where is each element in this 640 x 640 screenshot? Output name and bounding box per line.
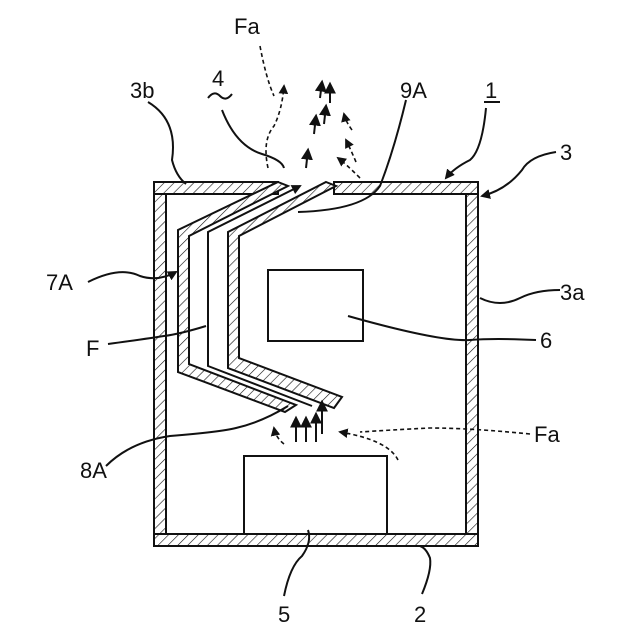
label-4: 4: [212, 66, 224, 91]
label-6: 6: [540, 328, 552, 353]
housing: [154, 182, 478, 534]
housing-top-wall-right: [334, 182, 478, 194]
component-block: [268, 270, 363, 341]
label-fa-top: Fa: [234, 14, 260, 39]
base-plate: [154, 534, 478, 546]
label-f: F: [86, 336, 99, 361]
label-8a: 8A: [80, 458, 107, 483]
label-2: 2: [414, 602, 426, 627]
label-fa-right: Fa: [534, 422, 560, 447]
outlet-air-arrows: [306, 82, 330, 168]
housing-right-wall: [466, 182, 478, 534]
label-3: 3: [560, 140, 572, 165]
duct-inner-wall: [228, 182, 342, 408]
label-7a: 7A: [46, 270, 73, 295]
heat-source-block: [244, 456, 387, 534]
label-5: 5: [278, 602, 290, 627]
housing-left-wall: [154, 182, 166, 534]
ref-4-tilde: [208, 93, 232, 98]
label-1: 1: [485, 78, 497, 103]
label-3b: 3b: [130, 78, 154, 103]
label-3a: 3a: [560, 280, 585, 305]
inlet-air-arrows: [296, 402, 322, 442]
label-9a: 9A: [400, 78, 427, 103]
